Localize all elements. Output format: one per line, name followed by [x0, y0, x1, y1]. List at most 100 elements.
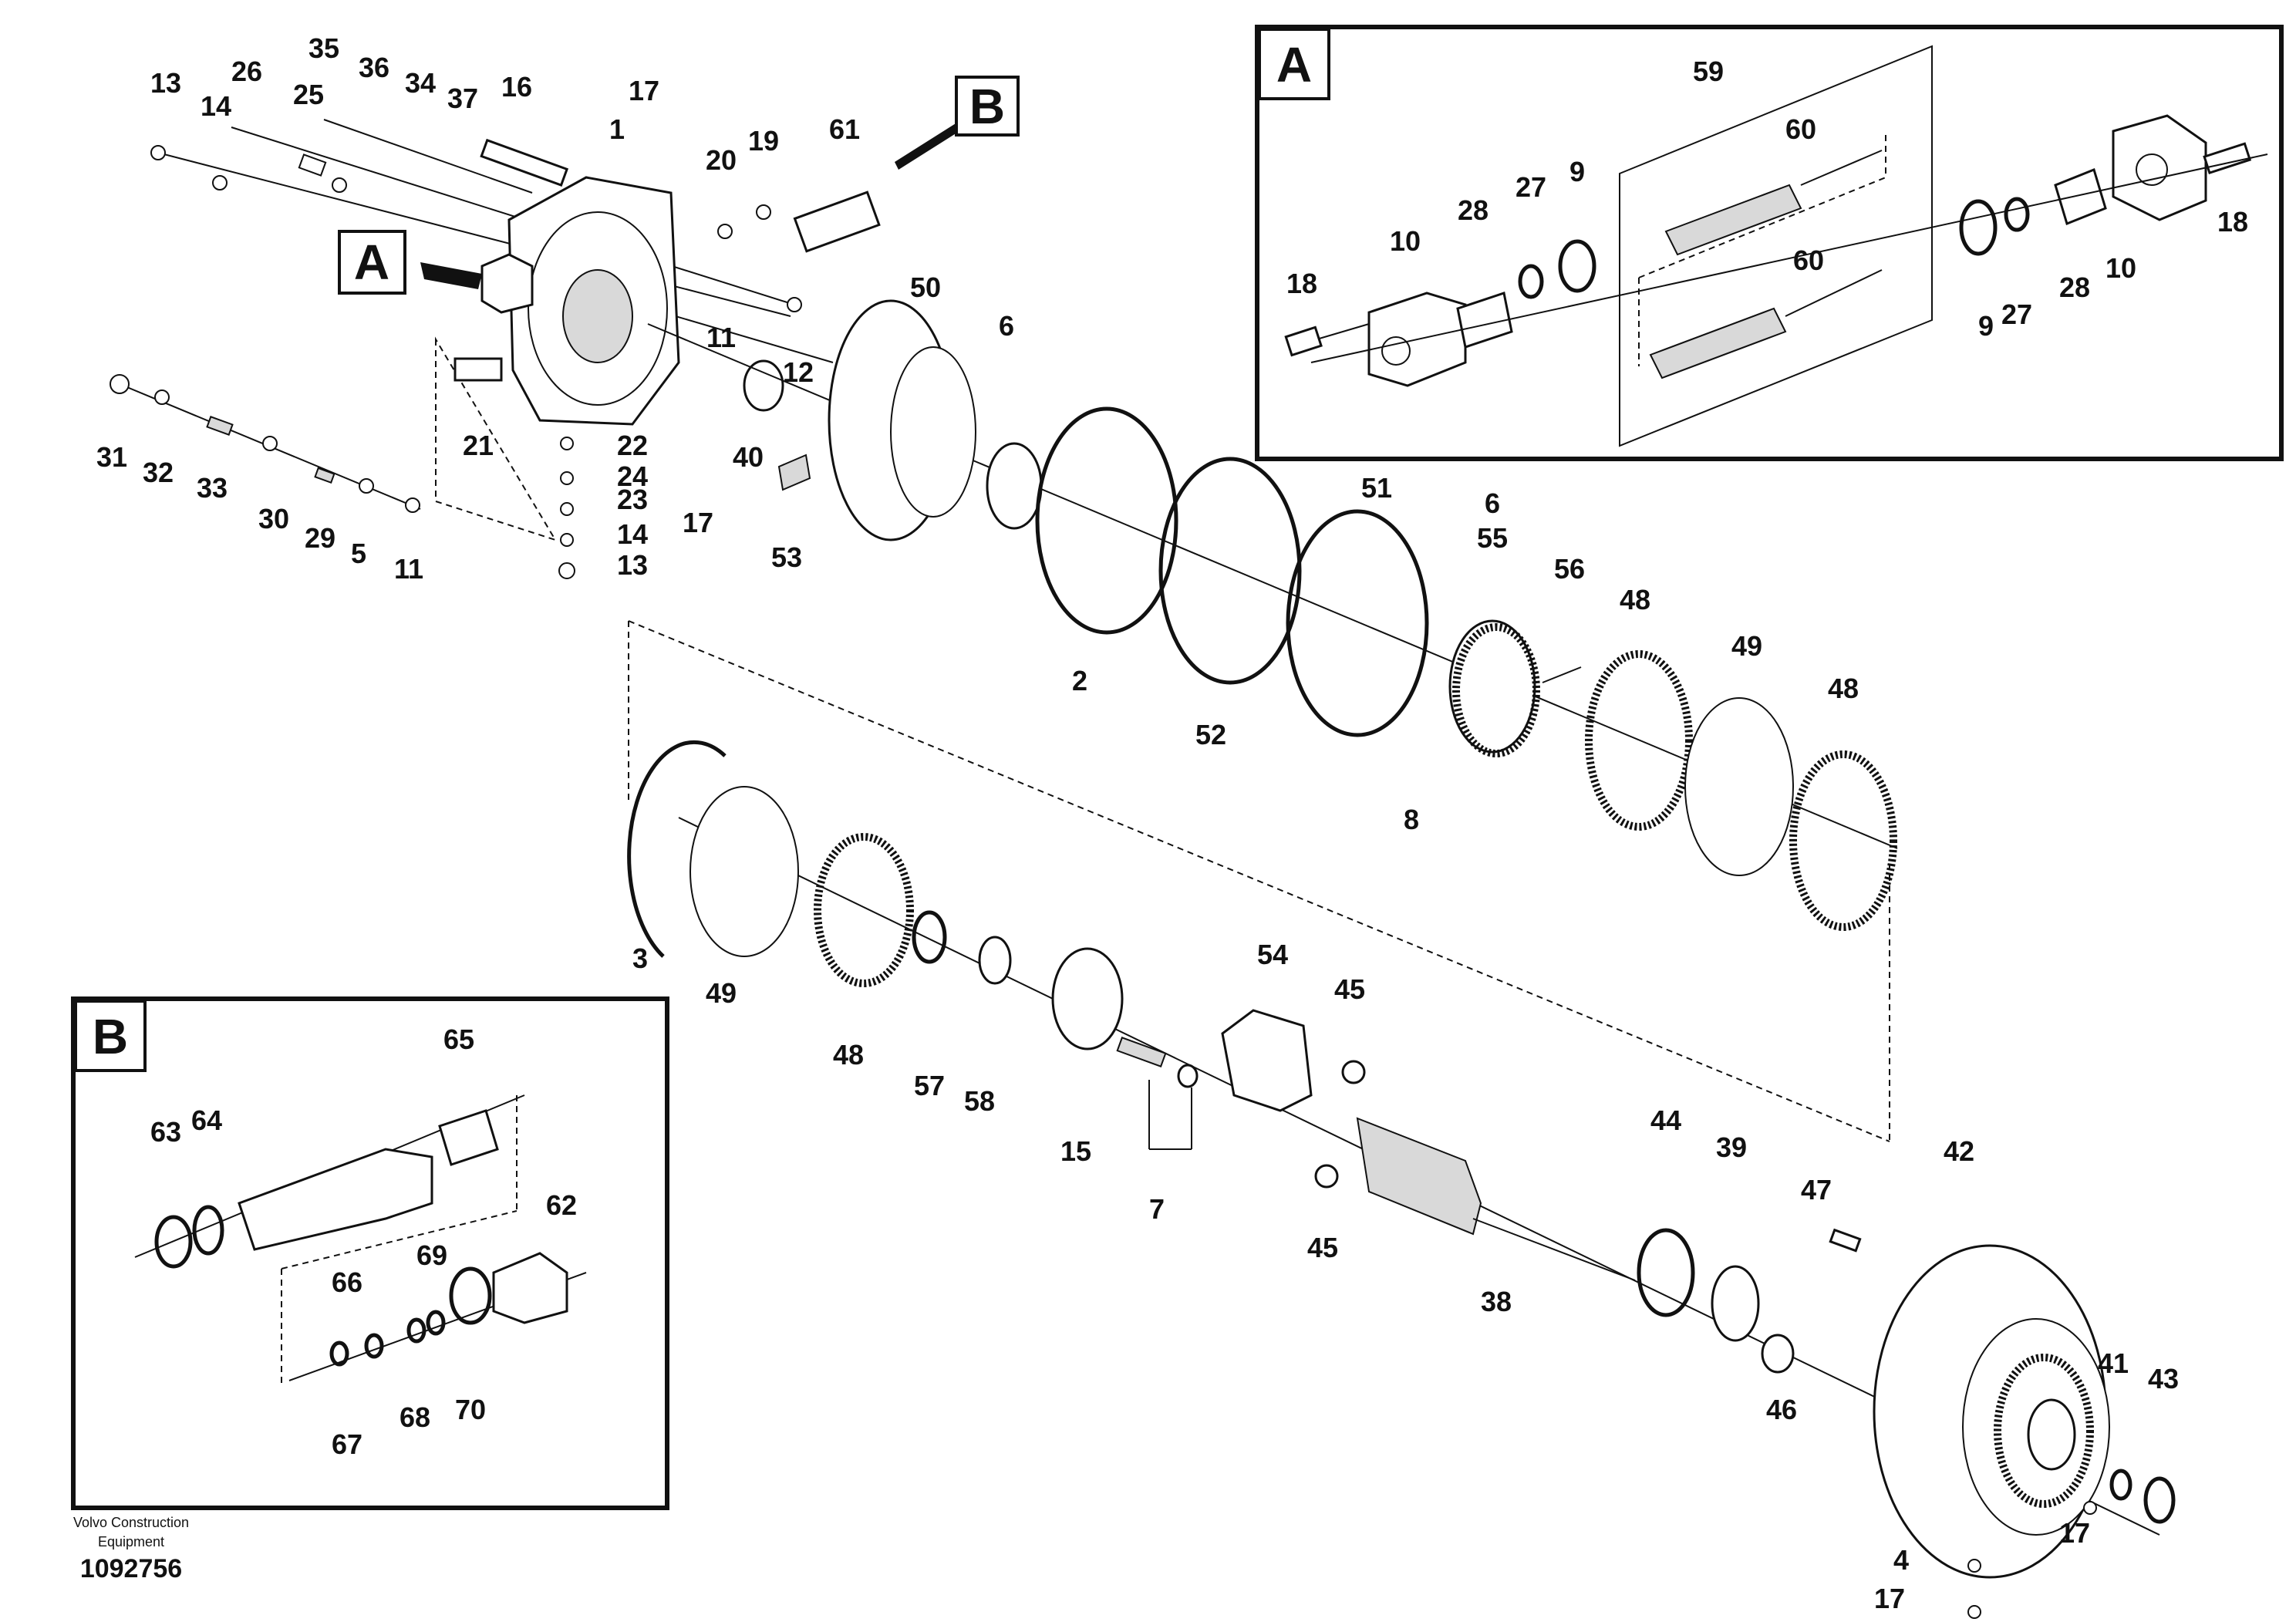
part-number-label: 14	[617, 518, 648, 550]
part-number-label: 38	[1481, 1286, 1512, 1317]
part-number-label: 55	[1477, 522, 1508, 554]
part-number-label: 16	[501, 71, 532, 103]
part-number-label: 62	[546, 1189, 577, 1221]
inset-a: A	[1255, 25, 2284, 461]
part-number-label: 37	[447, 83, 478, 114]
callout-b-letter: B	[969, 79, 1005, 134]
part-number-label: 19	[748, 125, 779, 157]
part-number-label: 3	[632, 943, 648, 974]
part-number-label: 31	[96, 441, 127, 473]
part-number-label: 68	[400, 1401, 430, 1433]
brake-assembly	[647, 299, 1898, 931]
part-number-label: 9	[1569, 156, 1585, 187]
part-number-label: 15	[1060, 1135, 1091, 1167]
housing-assembly	[110, 116, 972, 579]
part-number-label: 8	[1404, 804, 1419, 835]
part-number-label: 66	[332, 1266, 362, 1298]
part-number-label: 49	[1731, 630, 1762, 662]
part-number-label: 59	[1693, 56, 1724, 87]
part-number-label: 40	[733, 441, 764, 473]
part-number-label: 41	[2098, 1347, 2129, 1379]
part-number-label: 48	[833, 1039, 864, 1071]
callout-a-letter: A	[354, 234, 389, 290]
part-number-label: 13	[617, 549, 648, 581]
part-number-label: 45	[1334, 973, 1365, 1005]
part-number-label: 21	[463, 430, 494, 461]
part-number-label: 48	[1828, 673, 1859, 704]
part-number-label: 20	[706, 144, 737, 176]
part-number-label: 44	[1650, 1104, 1681, 1136]
part-number-label: 1	[609, 113, 625, 145]
caption-line1: Volvo Construction	[73, 1515, 189, 1530]
part-number-label: 67	[332, 1428, 362, 1460]
part-number-label: 6	[999, 310, 1014, 342]
part-number-label: 18	[1286, 268, 1317, 299]
part-number-label: 33	[197, 472, 228, 504]
part-number-label: 7	[1149, 1193, 1165, 1225]
caption: Volvo Construction Equipment 1092756	[73, 1515, 189, 1583]
part-number-label: 28	[2059, 271, 2090, 303]
part-number-label: 12	[783, 356, 814, 388]
part-number-label: 11	[394, 553, 423, 585]
part-number-label: 64	[191, 1104, 222, 1136]
callout-a: A	[338, 230, 406, 295]
part-number-label: 63	[150, 1116, 181, 1148]
part-number-label: 2	[1072, 665, 1087, 696]
part-number-label: 60	[1793, 244, 1824, 276]
document-number: 1092756	[80, 1554, 182, 1583]
part-number-label: 61	[829, 113, 860, 145]
inset-b: B	[71, 996, 669, 1510]
inset-b-letter: B	[93, 1009, 128, 1064]
inset-a-letter: A	[1276, 37, 1312, 93]
part-number-label: 26	[231, 56, 262, 87]
part-number-label: 46	[1766, 1394, 1797, 1425]
part-number-label: 34	[405, 67, 436, 99]
part-number-label: 53	[771, 541, 802, 573]
part-number-label: 23	[617, 484, 648, 515]
part-number-label: 57	[914, 1070, 945, 1101]
part-number-label: 43	[2148, 1363, 2179, 1394]
part-number-label: 54	[1257, 939, 1288, 970]
part-number-label: 18	[2217, 206, 2248, 238]
part-number-label: 25	[293, 79, 324, 110]
part-number-label: 51	[1361, 472, 1392, 504]
part-number-label: 69	[416, 1239, 447, 1271]
part-number-label: 17	[683, 507, 713, 538]
part-number-label: 11	[706, 322, 736, 353]
drive-assembly	[627, 620, 2176, 1619]
part-number-label: 47	[1801, 1174, 1832, 1206]
part-number-label: 60	[1785, 113, 1816, 145]
part-number-label: 6	[1485, 487, 1500, 519]
part-number-label: 22	[617, 430, 648, 461]
part-number-label: 52	[1195, 719, 1226, 750]
part-number-label: 56	[1554, 553, 1585, 585]
part-number-label: 27	[2001, 298, 2032, 330]
part-number-label: 65	[443, 1023, 474, 1055]
part-number-label: 30	[258, 503, 289, 534]
callout-b: B	[955, 76, 1020, 137]
part-number-label: 17	[2059, 1517, 2090, 1549]
part-number-label: 17	[1874, 1583, 1905, 1614]
part-number-label: 32	[143, 457, 174, 488]
part-number-label: 28	[1458, 194, 1489, 226]
part-number-label: 10	[2106, 252, 2136, 284]
part-number-label: 48	[1620, 584, 1650, 615]
part-number-label: 10	[1390, 225, 1421, 257]
caption-line2: Equipment	[98, 1534, 164, 1549]
part-number-label: 42	[1944, 1135, 1974, 1167]
part-number-label: 70	[455, 1394, 486, 1425]
part-number-label: 35	[308, 32, 339, 64]
part-number-label: 14	[201, 90, 231, 122]
part-number-label: 45	[1307, 1232, 1338, 1263]
part-number-label: 9	[1978, 310, 1994, 342]
part-number-label: 29	[305, 522, 335, 554]
part-number-label: 39	[1716, 1131, 1747, 1163]
part-number-label: 4	[1893, 1544, 1909, 1576]
part-number-label: 24	[617, 460, 648, 492]
part-number-label: 5	[351, 538, 366, 569]
part-number-label: 36	[359, 52, 389, 83]
part-number-label: 58	[964, 1085, 995, 1117]
part-number-label: 17	[629, 75, 659, 106]
